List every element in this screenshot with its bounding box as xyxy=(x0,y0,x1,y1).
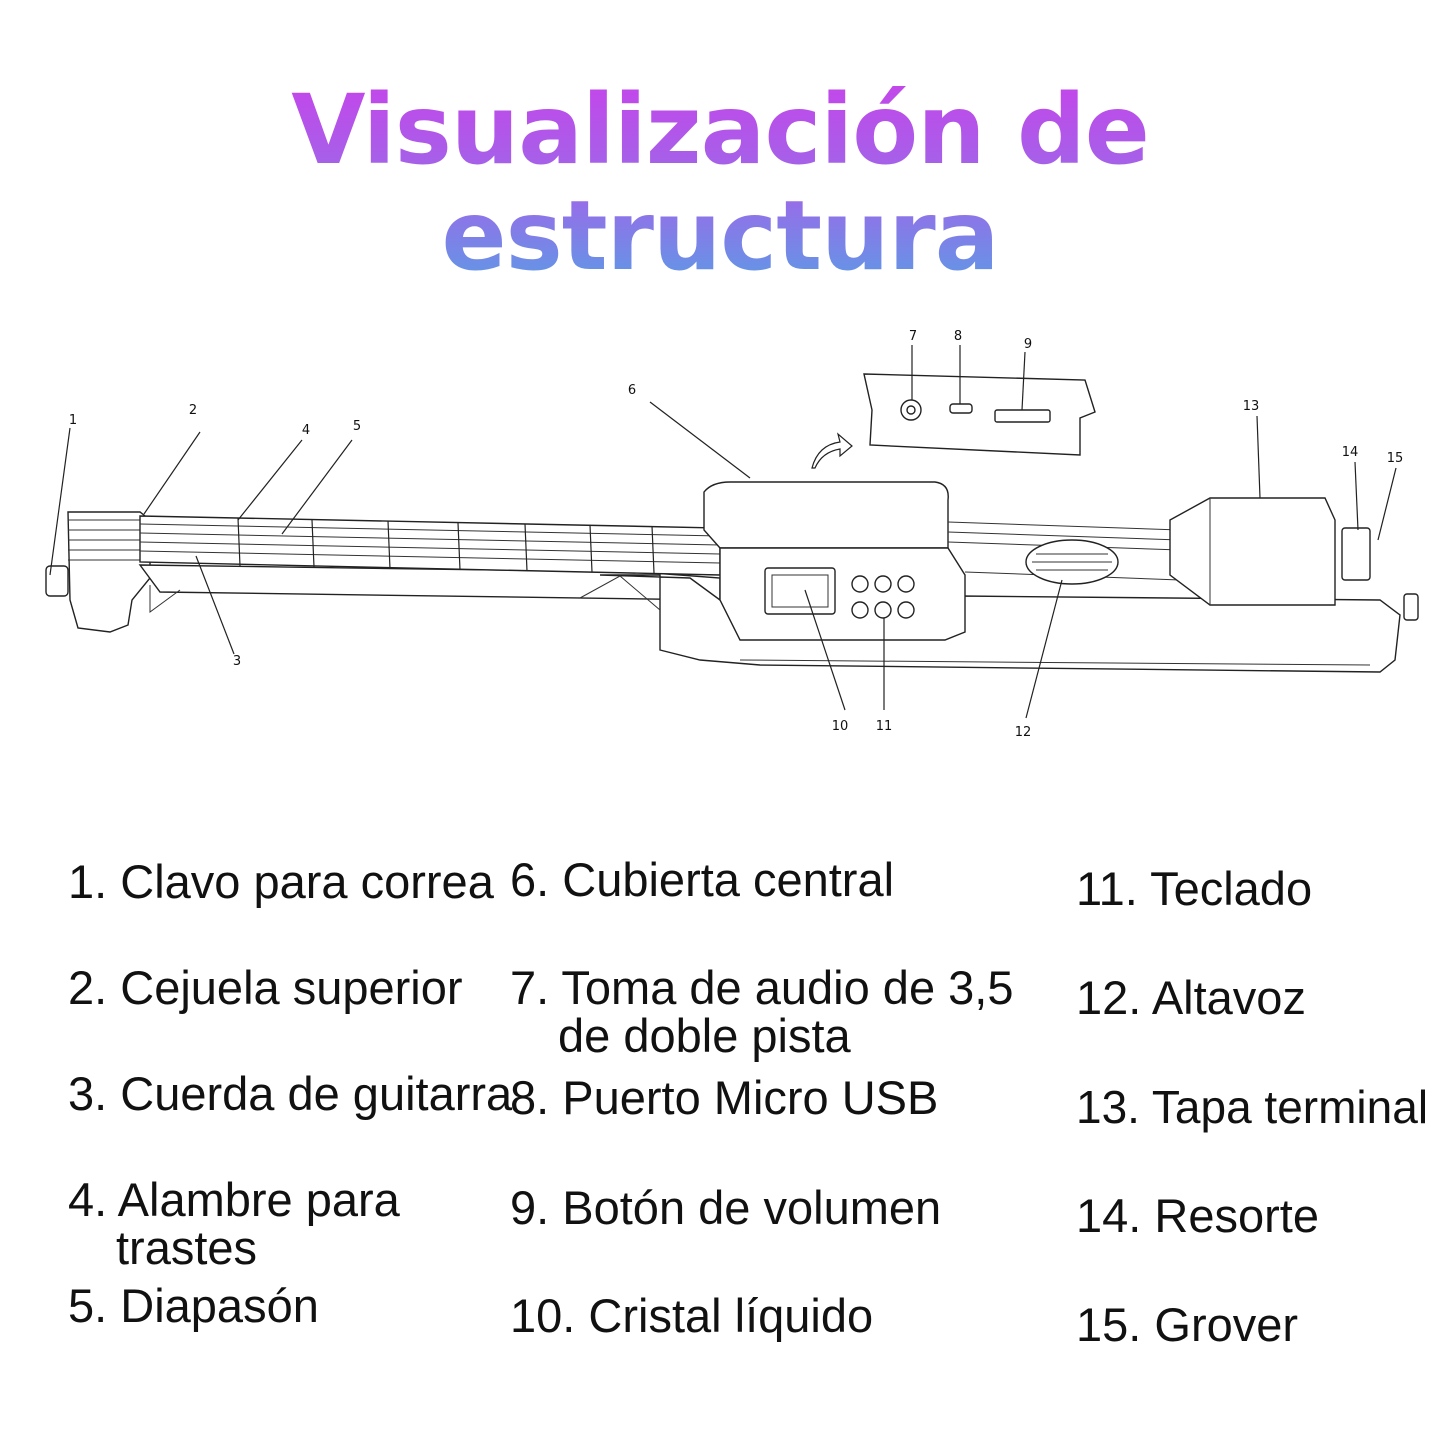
page-title: Visualización de estructura xyxy=(0,77,1440,289)
callout-7: 7 xyxy=(909,329,917,344)
legend-item-10: 10. Cristal líquido xyxy=(510,1289,874,1342)
legend-item-13: 13. Tapa terminal xyxy=(1076,1081,1429,1133)
callout-2: 2 xyxy=(189,403,197,418)
callout-3: 3 xyxy=(233,654,241,669)
bridge-section xyxy=(947,497,1419,621)
legend-item-14: 14. Resorte xyxy=(1076,1189,1319,1242)
legend-item-1: 1. Clavo para correa xyxy=(68,855,494,908)
legend-item-8: 8. Puerto Micro USB xyxy=(510,1071,939,1124)
callout-5: 5 xyxy=(353,419,361,434)
callout-4: 4 xyxy=(302,423,310,438)
callout-8: 8 xyxy=(954,329,962,344)
callout-15: 15 xyxy=(1387,451,1404,466)
legend-item-5: 5. Diapasón xyxy=(68,1279,319,1332)
guitar-structure-diagram: 1 2 3 4 5 6 7 8 9 10 11 12 13 14 15 xyxy=(45,329,1419,740)
legend-item-4: 4. Alambre para trastes xyxy=(68,1173,400,1274)
ports-inset xyxy=(811,373,1096,469)
callout-12: 12 xyxy=(1015,725,1032,740)
legend-item-2: 2. Cejuela superior xyxy=(68,961,463,1014)
callout-1: 1 xyxy=(69,413,77,428)
callout-13: 13 xyxy=(1243,399,1260,414)
callout-10: 10 xyxy=(832,719,849,734)
callout-9: 9 xyxy=(1024,337,1032,352)
callout-6: 6 xyxy=(628,383,636,398)
legend-item-15: 15. Grover xyxy=(1076,1298,1299,1351)
legend-item-7: 7. Toma de audio de 3,5 de doble pista xyxy=(510,961,1014,1062)
legend-item-9: 9. Botón de volumen xyxy=(510,1181,942,1234)
legend-item-12: 12. Altavoz xyxy=(1076,971,1306,1024)
callout-labels: 1 2 3 4 5 6 7 8 9 10 11 12 13 14 15 xyxy=(69,329,1403,740)
legend-item-11: 11. Teclado xyxy=(1076,862,1313,915)
callout-14: 14 xyxy=(1342,445,1359,460)
leader-lines xyxy=(49,345,1397,719)
legend-item-6: 6. Cubierta central xyxy=(510,853,895,906)
legend-item-3: 3. Cuerda de guitarra xyxy=(68,1067,513,1120)
callout-11: 11 xyxy=(876,719,893,734)
headstock xyxy=(45,511,151,633)
central-unit xyxy=(703,481,966,641)
